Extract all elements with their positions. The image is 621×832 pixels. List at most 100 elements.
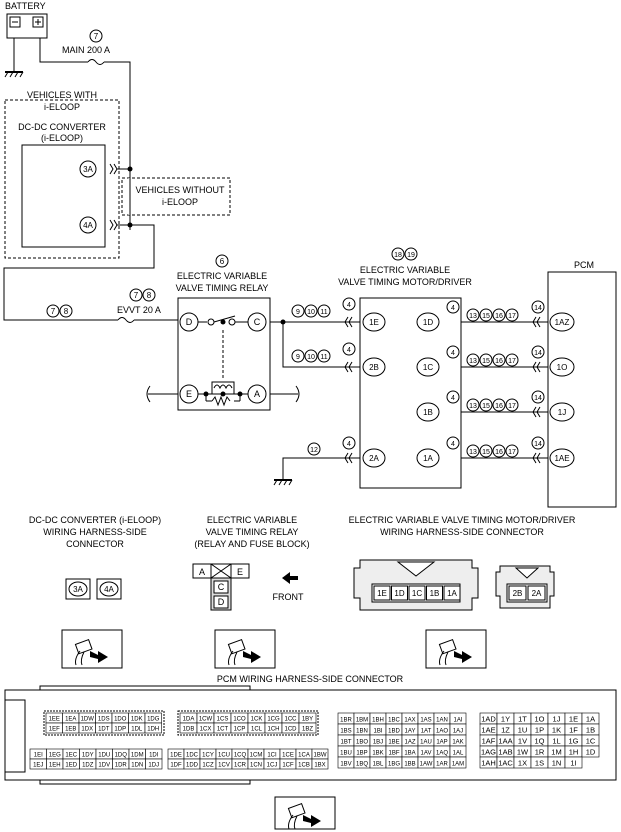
dcdc-pin-3a: 3A bbox=[83, 165, 93, 174]
pcm-terminal: 1V bbox=[518, 737, 527, 746]
wire-ref-14: 14 bbox=[534, 395, 542, 402]
motor-driver-box bbox=[359, 297, 462, 489]
pcm-terminal: 1BH bbox=[372, 718, 384, 724]
pcm-terminal: 1DS bbox=[98, 717, 110, 723]
pcm-terminal: 1BD bbox=[388, 729, 400, 735]
pcm-terminal: 1DT bbox=[98, 727, 110, 733]
wire-ref-4: 4 bbox=[451, 305, 455, 312]
wire-ref-4: 4 bbox=[451, 350, 455, 357]
pcm-terminal: 1BE bbox=[388, 740, 399, 746]
pcm-terminal: 1EF bbox=[49, 727, 60, 733]
wire-ref-13: 13 bbox=[469, 313, 477, 320]
pcm-terminal: 1CV bbox=[218, 763, 230, 769]
wire-ref-12: 12 bbox=[310, 447, 318, 454]
pcm-terminal: 1CF bbox=[282, 763, 294, 769]
connector-view-icons bbox=[61, 629, 487, 830]
pcm-terminal: 1A bbox=[586, 715, 595, 724]
pcm-terminal: 1AC bbox=[498, 759, 513, 768]
pcm-terminal: 1U bbox=[518, 726, 528, 735]
pcm-terminal: 1AA bbox=[498, 737, 512, 746]
pcm-terminal: 1S bbox=[535, 759, 544, 768]
dcdc-connector-title-3: CONNECTOR bbox=[66, 539, 124, 549]
motor-pin-1a: 1A bbox=[423, 454, 433, 463]
pcm-terminal: 1DC bbox=[186, 753, 199, 759]
motor-conn-pin-1b: 1B bbox=[430, 589, 440, 598]
motor-connector-title-2: WIRING HARNESS-SIDE CONNECTOR bbox=[380, 527, 544, 537]
motor-conn-pin-1c: 1C bbox=[412, 589, 422, 598]
pcm-terminal: 1CS bbox=[217, 717, 229, 723]
pcm-terminal: 1AO bbox=[436, 729, 448, 735]
pcm-terminal: 1BN bbox=[356, 729, 368, 735]
pcm-terminal: 1AL bbox=[453, 751, 464, 757]
pcm-terminal: 1O bbox=[534, 715, 544, 724]
wire-ref-4: 4 bbox=[347, 347, 351, 354]
pcm-terminal: 1DE bbox=[170, 753, 182, 759]
pcm-terminal: 1DA bbox=[183, 717, 195, 723]
pcm-terminal: 1BB bbox=[404, 762, 415, 768]
pcm-terminal: 1CJ bbox=[267, 763, 278, 769]
pcm-terminal: 1AP bbox=[436, 740, 447, 746]
pcm-terminal: 1BZ bbox=[302, 727, 313, 733]
pcm-terminal: 1CA bbox=[298, 753, 310, 759]
pcm-terminal: 1AX bbox=[404, 718, 415, 724]
relay-title-2: VALVE TIMING RELAY bbox=[176, 283, 269, 293]
dcdc-label-1: DC-DC CONVERTER bbox=[18, 122, 106, 132]
relay-connector-title-3: (RELAY AND FUSE BLOCK) bbox=[194, 539, 309, 549]
relay-conn-d: D bbox=[218, 597, 225, 607]
wire-ref-11: 11 bbox=[320, 309, 327, 316]
battery-symbol bbox=[6, 13, 48, 39]
wire-ref-4: 4 bbox=[451, 441, 455, 448]
pcm-connector-title: PCM WIRING HARNESS-SIDE CONNECTOR bbox=[217, 674, 404, 684]
motor-pin-1e: 1E bbox=[369, 318, 379, 327]
dcdc-conn-4a: 4A bbox=[104, 585, 114, 594]
relay-connector-title-1: ELECTRIC VARIABLE bbox=[207, 515, 297, 525]
pcm-terminal: 1EB bbox=[65, 727, 76, 733]
pcm-terminal: 1I bbox=[570, 759, 576, 768]
wire-ref-17: 17 bbox=[508, 358, 516, 365]
relay-conn-c: C bbox=[218, 582, 225, 592]
pcm-terminal: 1BW bbox=[313, 753, 326, 759]
wire-ref-13: 13 bbox=[469, 358, 477, 365]
pcm-terminal: 1DY bbox=[82, 753, 94, 759]
pcm-terminal: 1DD bbox=[186, 763, 199, 769]
wire-ref-left-b: 8 bbox=[64, 307, 69, 316]
pcm-terminal: 1AR bbox=[436, 762, 448, 768]
wire-ref-4: 4 bbox=[347, 302, 351, 309]
pcm-terminal: 1BK bbox=[372, 751, 383, 757]
dcdc-converter-box bbox=[21, 144, 106, 248]
pcm-terminal: 1P bbox=[535, 726, 544, 735]
pcm-terminal: 1CU bbox=[218, 753, 230, 759]
pcm-terminal: 1DH bbox=[147, 727, 159, 733]
pcm-terminal: 1AK bbox=[452, 740, 463, 746]
pcm-terminal: 1AN bbox=[436, 718, 448, 724]
pcm-terminal: 1DX bbox=[81, 727, 93, 733]
vehicles-without-label-2: i-ELOOP bbox=[162, 197, 198, 207]
motor-pin-2a: 2A bbox=[369, 454, 379, 463]
pcm-terminal: 1Z bbox=[501, 726, 510, 735]
pcm-terminal: 1DV bbox=[98, 763, 110, 769]
pcm-terminal: 1EH bbox=[49, 763, 61, 769]
pcm-terminal: 1AM bbox=[452, 762, 464, 768]
main-fuse-ref: 7 bbox=[94, 32, 99, 41]
pcm-terminal: 1DL bbox=[131, 727, 143, 733]
wire-ref-9: 9 bbox=[296, 309, 300, 316]
pcm-terminal: 1BU bbox=[340, 751, 352, 757]
pcm-terminal: 1X bbox=[518, 759, 527, 768]
pcm-terminal: 1W bbox=[517, 748, 529, 757]
pcm-terminal: 1DR bbox=[115, 763, 128, 769]
pcm-terminal: 1ED bbox=[65, 763, 77, 769]
pcm-pin-1o: 1O bbox=[557, 363, 568, 372]
relay-conn-e: E bbox=[237, 567, 243, 577]
pcm-terminal: 1CM bbox=[250, 753, 263, 759]
pcm-terminal: 1AG bbox=[481, 748, 496, 757]
wire-ref-17: 17 bbox=[508, 313, 516, 320]
dcdc-connector-title-1: DC-DC CONVERTER (i-ELOOP) bbox=[29, 515, 161, 525]
pcm-terminal: 1AF bbox=[482, 737, 496, 746]
dcdc-conn-3a: 3A bbox=[73, 585, 83, 594]
wire-ref-16: 16 bbox=[495, 403, 503, 410]
pcm-terminal: 1CK bbox=[251, 717, 263, 723]
pcm-terminal: 1DP bbox=[114, 727, 126, 733]
main-fuse-label: MAIN 200 A bbox=[62, 45, 110, 55]
pcm-terminal: 1BT bbox=[340, 740, 351, 746]
